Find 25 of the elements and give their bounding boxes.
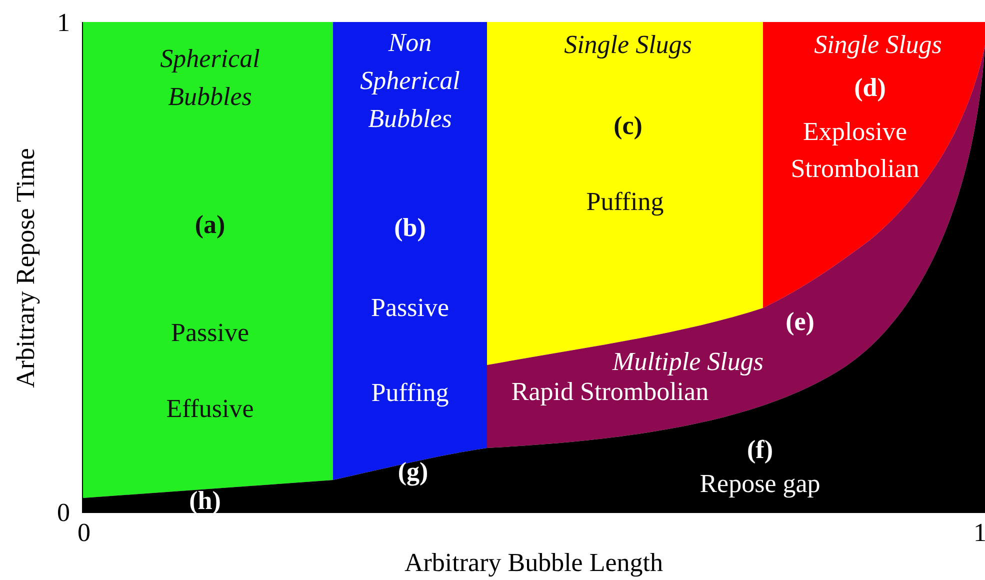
regime-name: Explosive Strombolian [790, 116, 920, 185]
regime-letter: (f) [746, 434, 774, 466]
tick-label: 0 [57, 498, 70, 528]
regime-heading: Single Slugs [813, 29, 943, 61]
regime-letter: (g) [396, 456, 430, 488]
regime-letter: (c) [612, 110, 644, 142]
regime-heading: Spherical Bubbles [159, 43, 261, 113]
regime-name: Passive Puffing [370, 292, 450, 409]
tick-label: 1 [974, 518, 985, 548]
regime-heading: Single Slugs [563, 29, 693, 61]
axis-title: Arbitrary Repose Time [10, 148, 41, 388]
regime-name: Rapid Strombolian [510, 376, 710, 408]
regime-letter: (d) [853, 72, 887, 104]
regime-letter: (b) [393, 212, 427, 244]
regime-letter: (e) [784, 306, 816, 338]
regime-name: Puffing [585, 186, 665, 218]
axis-title: Arbitrary Bubble Length [404, 548, 663, 578]
regime-letter: (a) [194, 209, 226, 241]
tick-label: 0 [78, 518, 90, 548]
regime-letter: (h) [188, 490, 222, 512]
regime-name: Repose gap [698, 468, 822, 500]
regime-heading: Multiple Slugs [611, 346, 764, 378]
regime-name: Passive Effusive [165, 317, 255, 425]
regime-heading: Non Spherical Bubbles [359, 27, 461, 135]
tick-label: 1 [57, 8, 70, 38]
